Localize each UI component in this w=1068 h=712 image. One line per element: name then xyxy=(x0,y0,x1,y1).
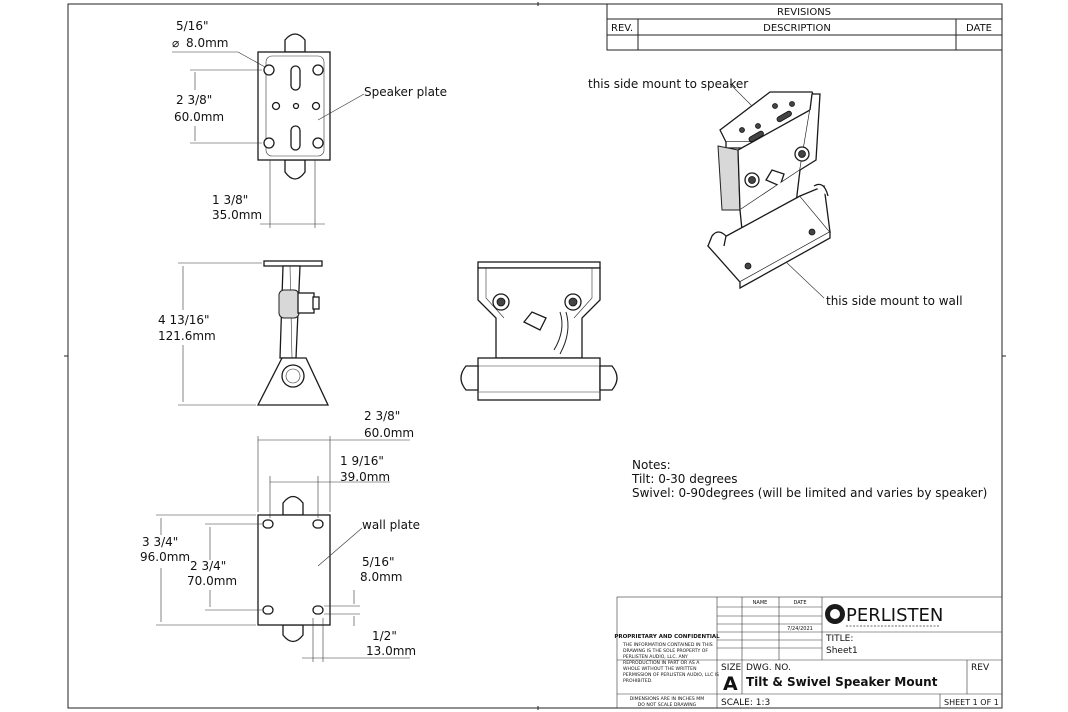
tb-sheet: SHEET 1 OF 1 xyxy=(944,698,999,707)
tb-proprietary-line: PERMISSION OF PERLISTEN AUDIO, LLC IS xyxy=(623,672,719,678)
bottom-width-in: 2 3/8" xyxy=(364,409,400,423)
tb-rev-label: REV xyxy=(971,663,990,673)
tb-proprietary-line: PROHIBITED. xyxy=(623,678,653,684)
revisions-col-date: DATE xyxy=(966,23,992,34)
bottom-height-in: 3 3/4" xyxy=(142,535,178,549)
wall-plate-label: wall plate xyxy=(362,518,420,532)
tb-proprietary-heading: PROPRIETARY AND CONFIDENTIAL xyxy=(614,634,720,640)
bottom-spacing-in: 2 3/4" xyxy=(190,559,226,573)
top-hole-dia-mm: 8.0mm xyxy=(186,36,228,50)
side-height-mm: 121.6mm xyxy=(158,329,216,343)
revisions-table: REVISIONS REV. DESCRIPTION DATE xyxy=(606,3,1003,51)
bottom-width-mm: 60.0mm xyxy=(364,426,414,440)
notes-line2: Swivel: 0-90degrees (will be limited and… xyxy=(632,486,987,500)
bottom-slot-mm: 8.0mm xyxy=(360,570,402,584)
notes-heading: Notes: xyxy=(632,458,671,472)
svg-text:⌀: ⌀ xyxy=(172,36,179,50)
tb-proprietary-line: REPRODUCTION IN PART OR AS A xyxy=(623,660,700,666)
tb-date-value: 7/24/2021 xyxy=(787,626,813,632)
side-height-in: 4 13/16" xyxy=(158,313,210,327)
bottom-edge-mm: 13.0mm xyxy=(366,644,416,658)
tb-size-label: SIZE xyxy=(721,663,742,673)
bottom-inner-width-in: 1 9/16" xyxy=(340,454,384,468)
tb-dwg-label: DWG. NO. xyxy=(746,663,791,673)
tb-col-date: DATE xyxy=(793,600,806,606)
tb-proprietary-line: WHOLE WITHOUT THE WRITTEN xyxy=(623,666,697,672)
revisions-col-rev: REV. xyxy=(611,23,633,34)
tb-title-value: Sheet1 xyxy=(826,646,858,656)
tb-title-label: TITLE: xyxy=(825,634,853,644)
top-spacing-mm: 60.0mm xyxy=(174,110,224,124)
bottom-slot-in: 5/16" xyxy=(362,555,394,569)
top-spacing-in: 2 3/8" xyxy=(176,93,212,107)
top-hole-dia-in: 5/16" xyxy=(176,19,208,33)
top-width-mm: 35.0mm xyxy=(212,208,262,222)
revisions-title: REVISIONS xyxy=(777,7,831,18)
tb-size-value: A xyxy=(723,673,738,695)
bottom-edge-in: 1/2" xyxy=(372,629,397,643)
bottom-inner-width-mm: 39.0mm xyxy=(340,470,390,484)
iso-wall-label: this side mount to wall xyxy=(826,294,963,308)
top-view: 5/16" ⌀ 8.0mm 2 3/8" 60.0mm 1 3/8" 35.0m… xyxy=(172,19,447,228)
tb-proprietary-line: DRAWING IS THE SOLE PROPERTY OF xyxy=(623,648,708,654)
tb-footer-line1: DIMENSIONS ARE IN INCHES MM xyxy=(630,696,705,702)
title-block: NAME DATE 7/24/2021 PROPRIETARY AND CONF… xyxy=(614,596,1003,709)
notes-line1: Tilt: 0-30 degrees xyxy=(631,472,738,486)
bottom-spacing-mm: 70.0mm xyxy=(187,574,237,588)
speaker-plate-label: Speaker plate xyxy=(364,85,447,99)
notes: Notes: Tilt: 0-30 degrees Swivel: 0-90de… xyxy=(631,458,987,500)
iso-view: this side mount to speaker this side mou… xyxy=(588,77,963,308)
tb-scale: SCALE: 1:3 xyxy=(721,698,770,708)
front-view xyxy=(460,261,618,401)
tb-proprietary-line: PERLISTEN AUDIO, LLC. ANY xyxy=(623,654,688,660)
bottom-view: 2 3/8" 60.0mm 1 9/16" 39.0mm 3 3/4" 96.0… xyxy=(140,409,420,662)
top-width-in: 1 3/8" xyxy=(212,193,248,207)
tb-proprietary-line: THE INFORMATION CONTAINED IN THIS xyxy=(622,642,713,648)
side-view: 4 13/16" 121.6mm xyxy=(158,260,330,406)
revisions-col-description: DESCRIPTION xyxy=(763,23,831,34)
tb-brand: PERLISTEN xyxy=(846,605,943,626)
tb-footer-line2: DO NOT SCALE DRAWING xyxy=(638,702,697,708)
tb-dwg-value: Tilt & Swivel Speaker Mount xyxy=(746,675,938,689)
bottom-height-mm: 96.0mm xyxy=(140,550,190,564)
tb-col-name: NAME xyxy=(753,600,768,606)
iso-speaker-label: this side mount to speaker xyxy=(588,77,748,91)
